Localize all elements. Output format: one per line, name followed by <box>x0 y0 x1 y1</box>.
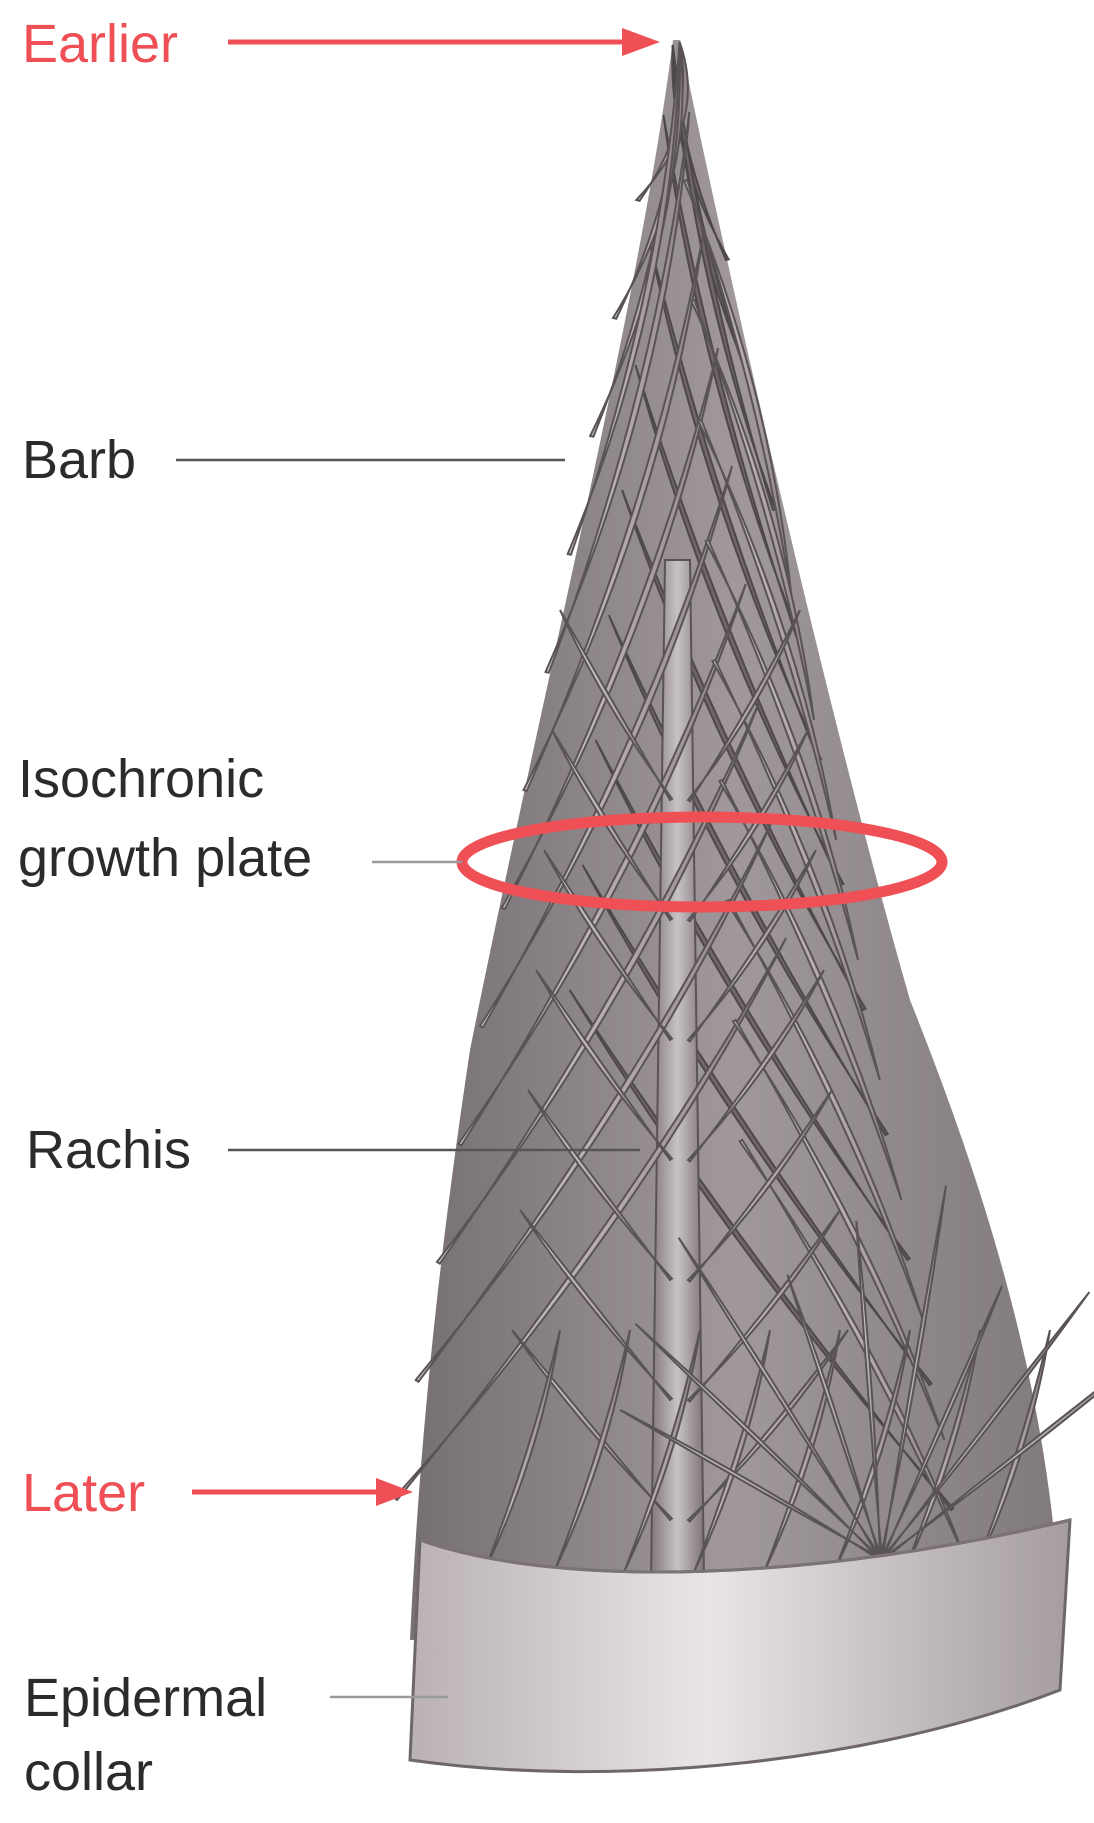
label-rachis: Rachis <box>26 1120 191 1180</box>
label-epidermal-line1: Epidermal <box>24 1668 267 1728</box>
label-later: Later <box>22 1463 145 1523</box>
label-barb: Barb <box>22 430 136 490</box>
label-earlier: Earlier <box>22 14 178 74</box>
label-isochronic-line2: growth plate <box>18 828 312 888</box>
earlier-arrow <box>228 28 660 56</box>
label-epidermal-line2: collar <box>24 1742 153 1802</box>
later-arrow <box>192 1478 413 1506</box>
label-isochronic-line1: Isochronic <box>18 749 264 809</box>
